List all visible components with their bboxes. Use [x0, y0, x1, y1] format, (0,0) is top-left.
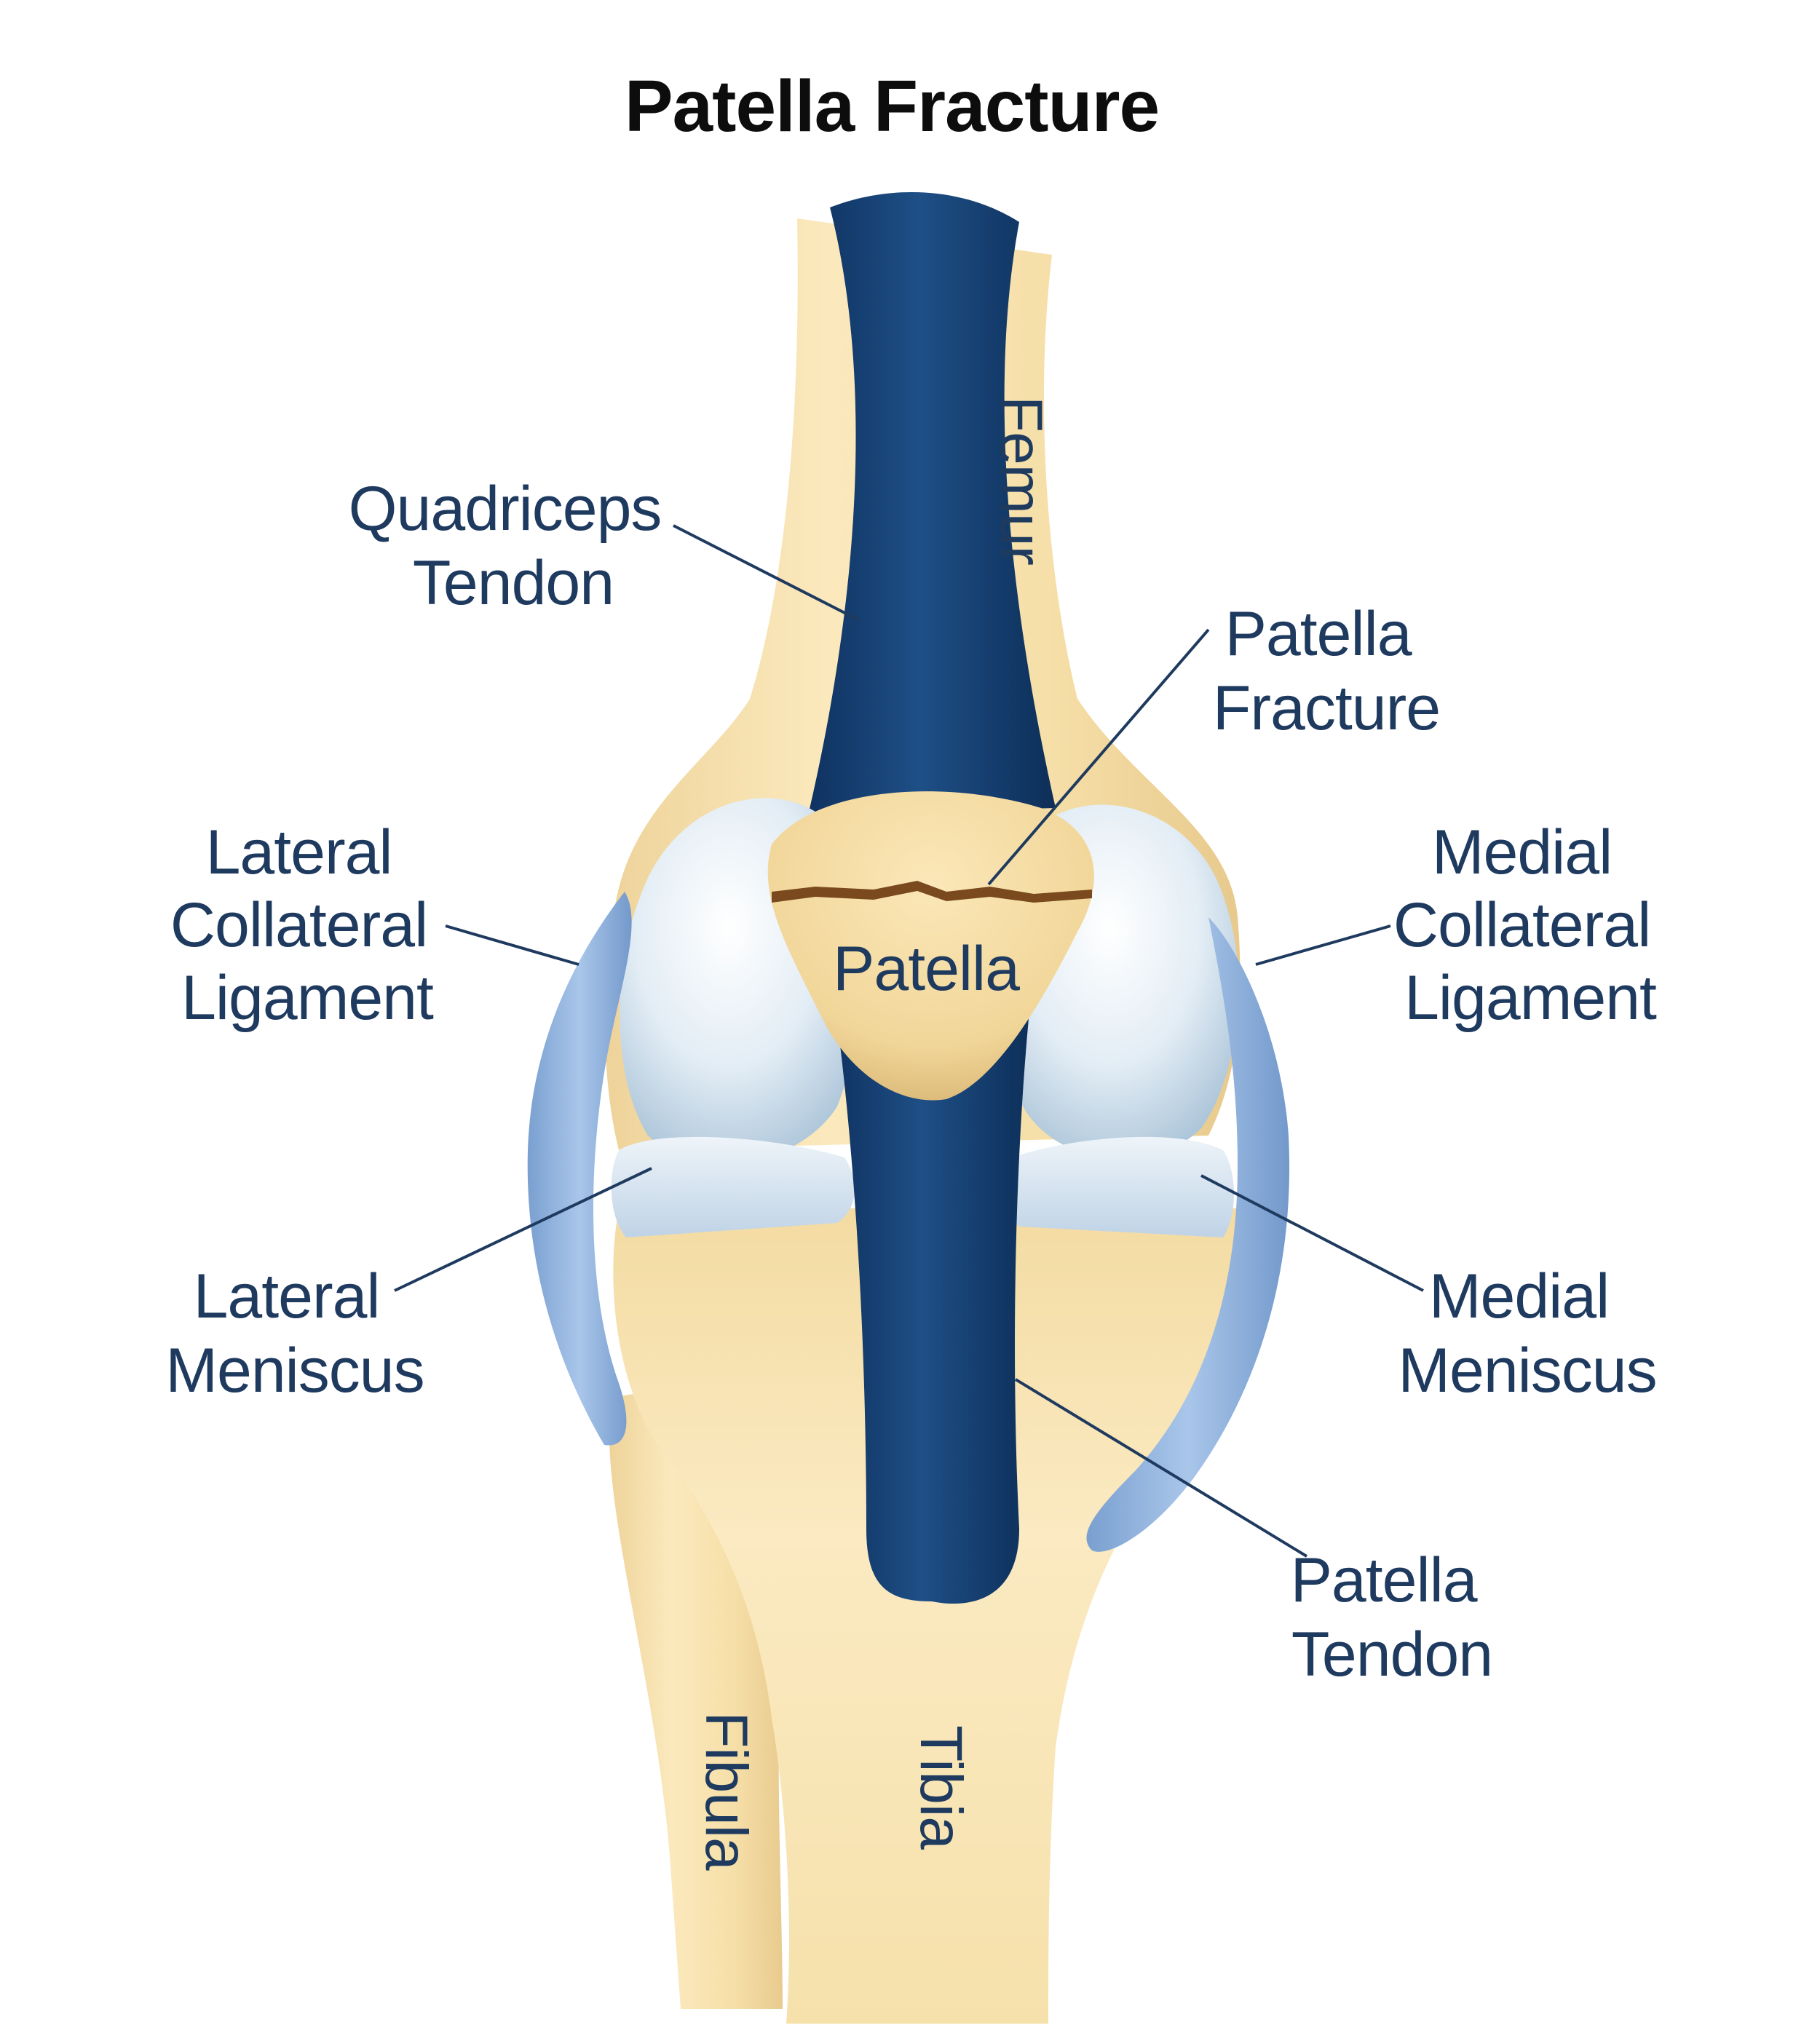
- leader-patella-fracture: [987, 628, 1210, 886]
- patella-tendon-shape: [830, 968, 1034, 1604]
- leader-lateral-meniscus: [394, 1167, 652, 1292]
- page-title: Patella Fracture: [625, 66, 1159, 147]
- tibia-bone: [613, 1208, 1242, 2024]
- leader-quadriceps-tendon: [673, 524, 860, 622]
- label-lateral-meniscus: Lateral Meniscus: [165, 1261, 424, 1406]
- leader-lateral-collateral-ligament: [445, 924, 579, 966]
- label-tibia: Tibia: [908, 1725, 974, 1850]
- label-fibula: Fibula: [693, 1711, 759, 1871]
- patella-bone: [767, 791, 1094, 1101]
- label-medial-meniscus: Medial Meniscus: [1398, 1261, 1656, 1406]
- label-patella-tendon: Patella Tendon: [1291, 1545, 1494, 1690]
- lateral-meniscus-shape: [611, 1136, 855, 1237]
- label-medial-collateral-ligament: Medial Collateral Ligament: [1393, 817, 1667, 1033]
- label-quadriceps-tendon: Quadriceps Tendon: [349, 474, 678, 618]
- medial-collateral-ligament-shape: [1086, 917, 1290, 1552]
- leader-medial-collateral-ligament: [1255, 924, 1391, 966]
- medial-meniscus-shape: [1002, 1136, 1234, 1237]
- label-lateral-collateral-ligament: Lateral Collateral Ligament: [170, 817, 444, 1033]
- label-femur: Femur: [988, 396, 1054, 565]
- leader-medial-meniscus: [1200, 1174, 1424, 1292]
- label-patella: Patella: [833, 934, 1020, 1004]
- quadriceps-tendon-shape: [808, 191, 1056, 816]
- leader-patella-tendon: [1014, 1378, 1308, 1558]
- patella-fracture-line: [772, 881, 1092, 903]
- label-patella-fracture: Patella Fracture: [1213, 599, 1440, 743]
- lateral-collateral-ligament-shape: [527, 892, 632, 1446]
